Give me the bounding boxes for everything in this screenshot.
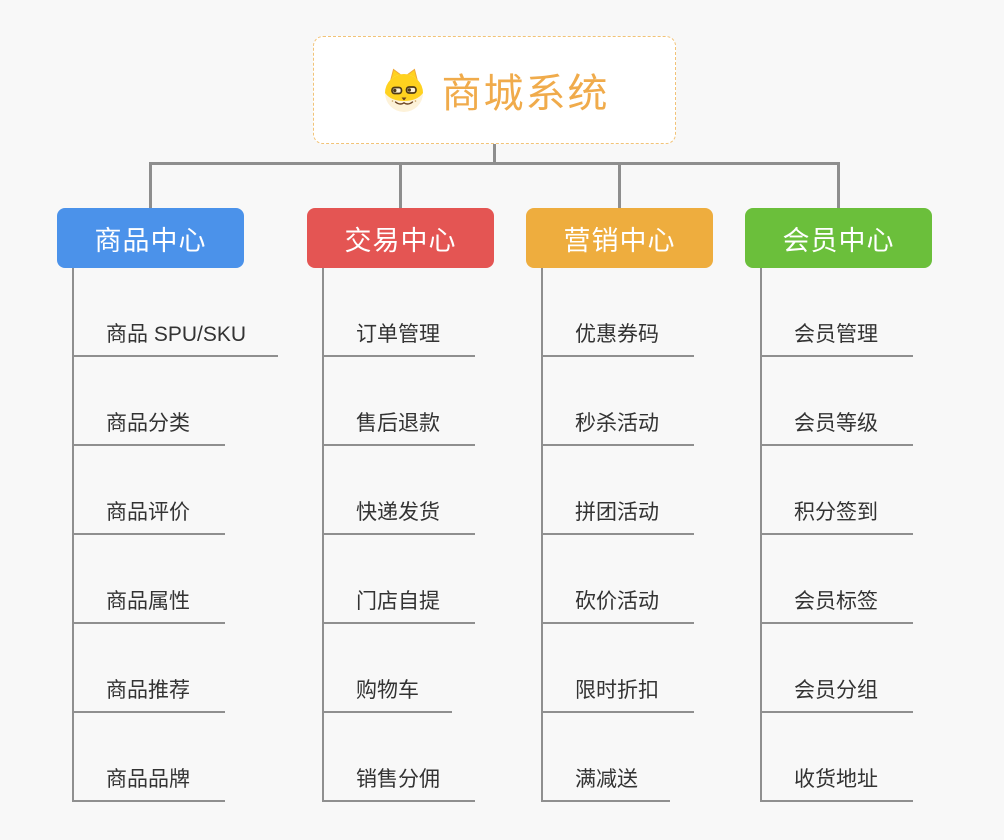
tree-item[interactable]: 限时折扣 <box>541 679 694 713</box>
connector-drop-member <box>837 162 840 208</box>
doge-icon <box>380 66 428 114</box>
connector-root-stub <box>493 144 496 162</box>
tree-item[interactable]: 商品 SPU/SKU <box>72 323 278 357</box>
tree-item[interactable]: 商品品牌 <box>72 768 225 802</box>
branch-member-center[interactable]: 会员中心 <box>745 208 932 268</box>
tree-item[interactable]: 优惠券码 <box>541 323 694 357</box>
tree-item[interactable]: 商品评价 <box>72 501 225 535</box>
branch-product-center[interactable]: 商品中心 <box>57 208 244 268</box>
tree-item[interactable]: 收货地址 <box>760 768 913 802</box>
tree-item[interactable]: 秒杀活动 <box>541 412 694 446</box>
branch-marketing-center[interactable]: 营销中心 <box>526 208 713 268</box>
tree-item[interactable]: 快递发货 <box>322 501 475 535</box>
tree-item[interactable]: 商品推荐 <box>72 679 225 713</box>
tree-item[interactable]: 商品分类 <box>72 412 225 446</box>
tree-item[interactable]: 门店自提 <box>322 590 475 624</box>
tree-item[interactable]: 购物车 <box>322 679 452 713</box>
tree-item[interactable]: 会员管理 <box>760 323 913 357</box>
tree-item[interactable]: 商品属性 <box>72 590 225 624</box>
connector-drop-trade <box>399 162 402 208</box>
branch-trade-center[interactable]: 交易中心 <box>307 208 494 268</box>
tree-item[interactable]: 满减送 <box>541 768 670 802</box>
tree-item[interactable]: 拼团活动 <box>541 501 694 535</box>
connector-drop-marketing <box>618 162 621 208</box>
tree-item[interactable]: 销售分佣 <box>322 768 475 802</box>
tree-item[interactable]: 砍价活动 <box>541 590 694 624</box>
tree-item[interactable]: 售后退款 <box>322 412 475 446</box>
root-title: 商城系统 <box>441 72 610 116</box>
connector-bus <box>149 162 840 165</box>
tree-item[interactable]: 积分签到 <box>760 501 913 535</box>
tree-item[interactable]: 会员分组 <box>760 679 913 713</box>
tree-item[interactable]: 会员等级 <box>760 412 913 446</box>
root-node[interactable]: 商城系统 <box>313 36 676 144</box>
connector-drop-product <box>149 162 152 208</box>
tree-item[interactable]: 订单管理 <box>322 323 475 357</box>
tree-item[interactable]: 会员标签 <box>760 590 913 624</box>
